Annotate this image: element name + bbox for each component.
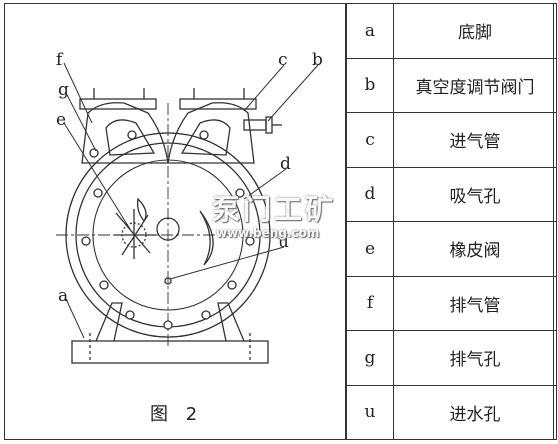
legend-row: a 底脚 xyxy=(346,3,557,59)
pump-diagram: f g e c b d u a xyxy=(56,50,323,364)
legend-key: u xyxy=(346,384,394,440)
center-lines xyxy=(56,103,289,348)
legend-name: 进气管 xyxy=(393,112,557,168)
legend-table: a 底脚 b 真空度调节阀门 c 进气管 d 吸气孔 e 橡皮阀 f 排气管 g… xyxy=(346,3,557,440)
legend-name: 排气管 xyxy=(393,275,557,331)
legend-name: 底脚 xyxy=(393,3,557,59)
legend-name: 排气孔 xyxy=(393,330,557,386)
legend-key: a xyxy=(346,3,394,59)
bolt-holes xyxy=(81,130,255,330)
legend-row: g 排气孔 xyxy=(346,330,557,386)
legend-row: c 进气管 xyxy=(346,112,557,168)
callout-g: g xyxy=(58,80,69,100)
callout-u: u xyxy=(278,232,289,252)
callout-f: f xyxy=(56,50,64,70)
legend-key: c xyxy=(346,112,394,168)
legend-row: u 进水孔 xyxy=(346,384,557,440)
legend-name: 进水孔 xyxy=(393,384,557,440)
legend-key: b xyxy=(346,57,394,113)
legend-name: 吸气孔 xyxy=(393,166,557,222)
callout-d: d xyxy=(280,154,291,174)
drawing-panel: f g e c b d u a xyxy=(4,3,346,440)
callout-c: c xyxy=(278,50,288,70)
legend-key: e xyxy=(346,221,394,277)
legend-row: b 真空度调节阀门 xyxy=(346,57,557,113)
legend-row: f 排气管 xyxy=(346,275,557,331)
callout-b: b xyxy=(312,50,323,70)
legend-name: 真空度调节阀门 xyxy=(393,57,557,113)
pump-manifold xyxy=(79,88,257,164)
vacuum-valve xyxy=(243,116,282,134)
leader-lines xyxy=(63,62,319,339)
legend-key: g xyxy=(346,330,394,386)
callout-a: a xyxy=(58,286,68,306)
legend-key: f xyxy=(346,275,394,331)
legend-row: d 吸气孔 xyxy=(346,166,557,222)
impeller xyxy=(114,197,214,285)
callout-labels: f g e c b d u a xyxy=(56,50,323,306)
legend-key: d xyxy=(346,166,394,222)
callout-e: e xyxy=(56,110,66,130)
figure-caption: 图 2 xyxy=(150,404,204,425)
legend-row: e 橡皮阀 xyxy=(346,221,557,277)
legend-name: 橡皮阀 xyxy=(393,221,557,277)
